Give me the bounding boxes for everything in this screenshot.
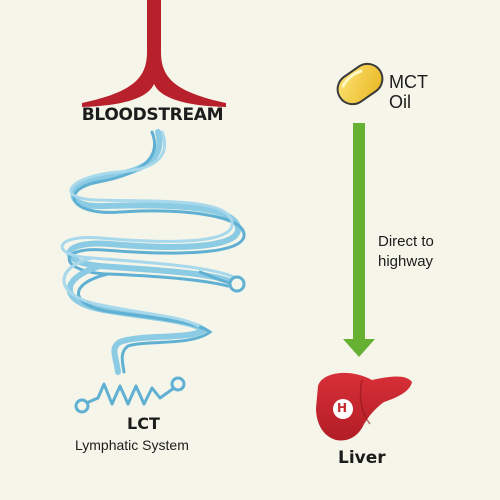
mct-label-line1: MCT: [389, 72, 428, 92]
liver-icon: [316, 372, 412, 441]
direct-label-line2: highway: [378, 253, 434, 270]
direct-arrow: [343, 123, 375, 357]
blood-vessel-icon: [82, 0, 226, 107]
mct-label-line2: Oil: [389, 92, 411, 112]
capsule-icon: [336, 62, 384, 106]
bloodstream-label: BLOODSTREAM: [81, 105, 224, 125]
lymph-node-strand-icon: [74, 376, 186, 414]
direct-label-line1: Direct to: [378, 233, 434, 250]
liver-badge-label: H: [337, 401, 348, 415]
lymphatic-system-label: Lymphatic System: [75, 437, 189, 453]
mct-oil-label: MCT Oil: [389, 72, 428, 112]
lymph-vessel-icon: [60, 129, 246, 375]
liver-label: Liver: [338, 448, 386, 468]
direct-to-highway-label: Direct to highway: [378, 232, 434, 272]
lct-label: LCT: [127, 414, 160, 433]
